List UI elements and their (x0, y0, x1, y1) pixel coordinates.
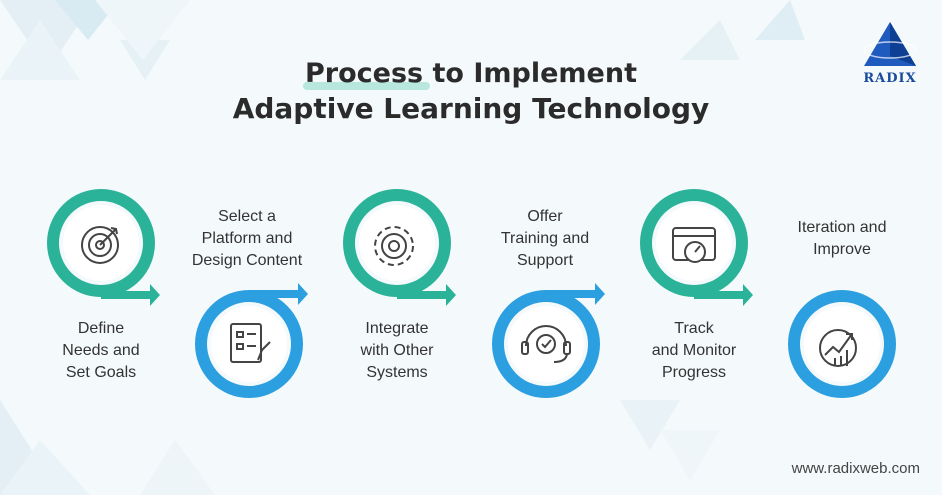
step-3-label: Integrate with Other Systems (322, 318, 472, 384)
step-4-ring (492, 283, 605, 398)
step-4-label-line3: Support (516, 252, 574, 269)
step-4-label: Offer Training and Support (470, 206, 620, 272)
page-title-line2: Adaptive Learning Technology (232, 92, 710, 125)
step-2-label-line2: Platform and (201, 230, 293, 247)
step-2-label: Select a Platform and Design Content (172, 206, 322, 272)
step-1-label-line1: Define (77, 320, 125, 337)
step-5-label-line1: Track (674, 320, 714, 337)
website-url: www.radixweb.com (791, 460, 920, 477)
step-3-label-line2: with Other (360, 342, 434, 359)
radix-logo-icon (863, 22, 917, 66)
step-4-label-line1: Offer (527, 208, 563, 225)
step-6-label: Iteration and Improve (767, 217, 917, 261)
step-6-label-line2: Improve (813, 241, 871, 258)
gear-icon (374, 226, 414, 266)
step-1-ring (47, 189, 160, 306)
step-1-label: Define Needs and Set Goals (26, 318, 176, 384)
dashboard-icon (672, 227, 716, 263)
page-title-line1: Process to Implement (304, 58, 637, 89)
step-1-label-line3: Set Goals (65, 364, 137, 381)
step-6-label-line1: Iteration and (797, 219, 887, 236)
title-highlight (303, 82, 430, 90)
step-1-label-line2: Needs and (62, 342, 140, 359)
step-5-label-line2: and Monitor (651, 342, 737, 359)
step-5-label-line3: Progress (661, 364, 727, 381)
step-5-label: Track and Monitor Progress (619, 318, 769, 384)
step-2-ring (195, 283, 308, 398)
growth-chart-icon (819, 329, 857, 367)
target-icon (81, 226, 119, 264)
headset-icon (521, 325, 571, 363)
step-2-label-line3: Design Content (191, 252, 303, 269)
document-edit-icon (230, 323, 271, 363)
step-3-label-line3: Systems (366, 364, 428, 381)
step-2-label-line1: Select a (218, 208, 276, 225)
step-6-ring (788, 290, 896, 398)
logo-text: RADIX (863, 71, 917, 86)
step-4-label-line2: Training and (500, 230, 590, 247)
step-3-ring (343, 189, 456, 306)
step-3-label-line1: Integrate (365, 320, 429, 337)
